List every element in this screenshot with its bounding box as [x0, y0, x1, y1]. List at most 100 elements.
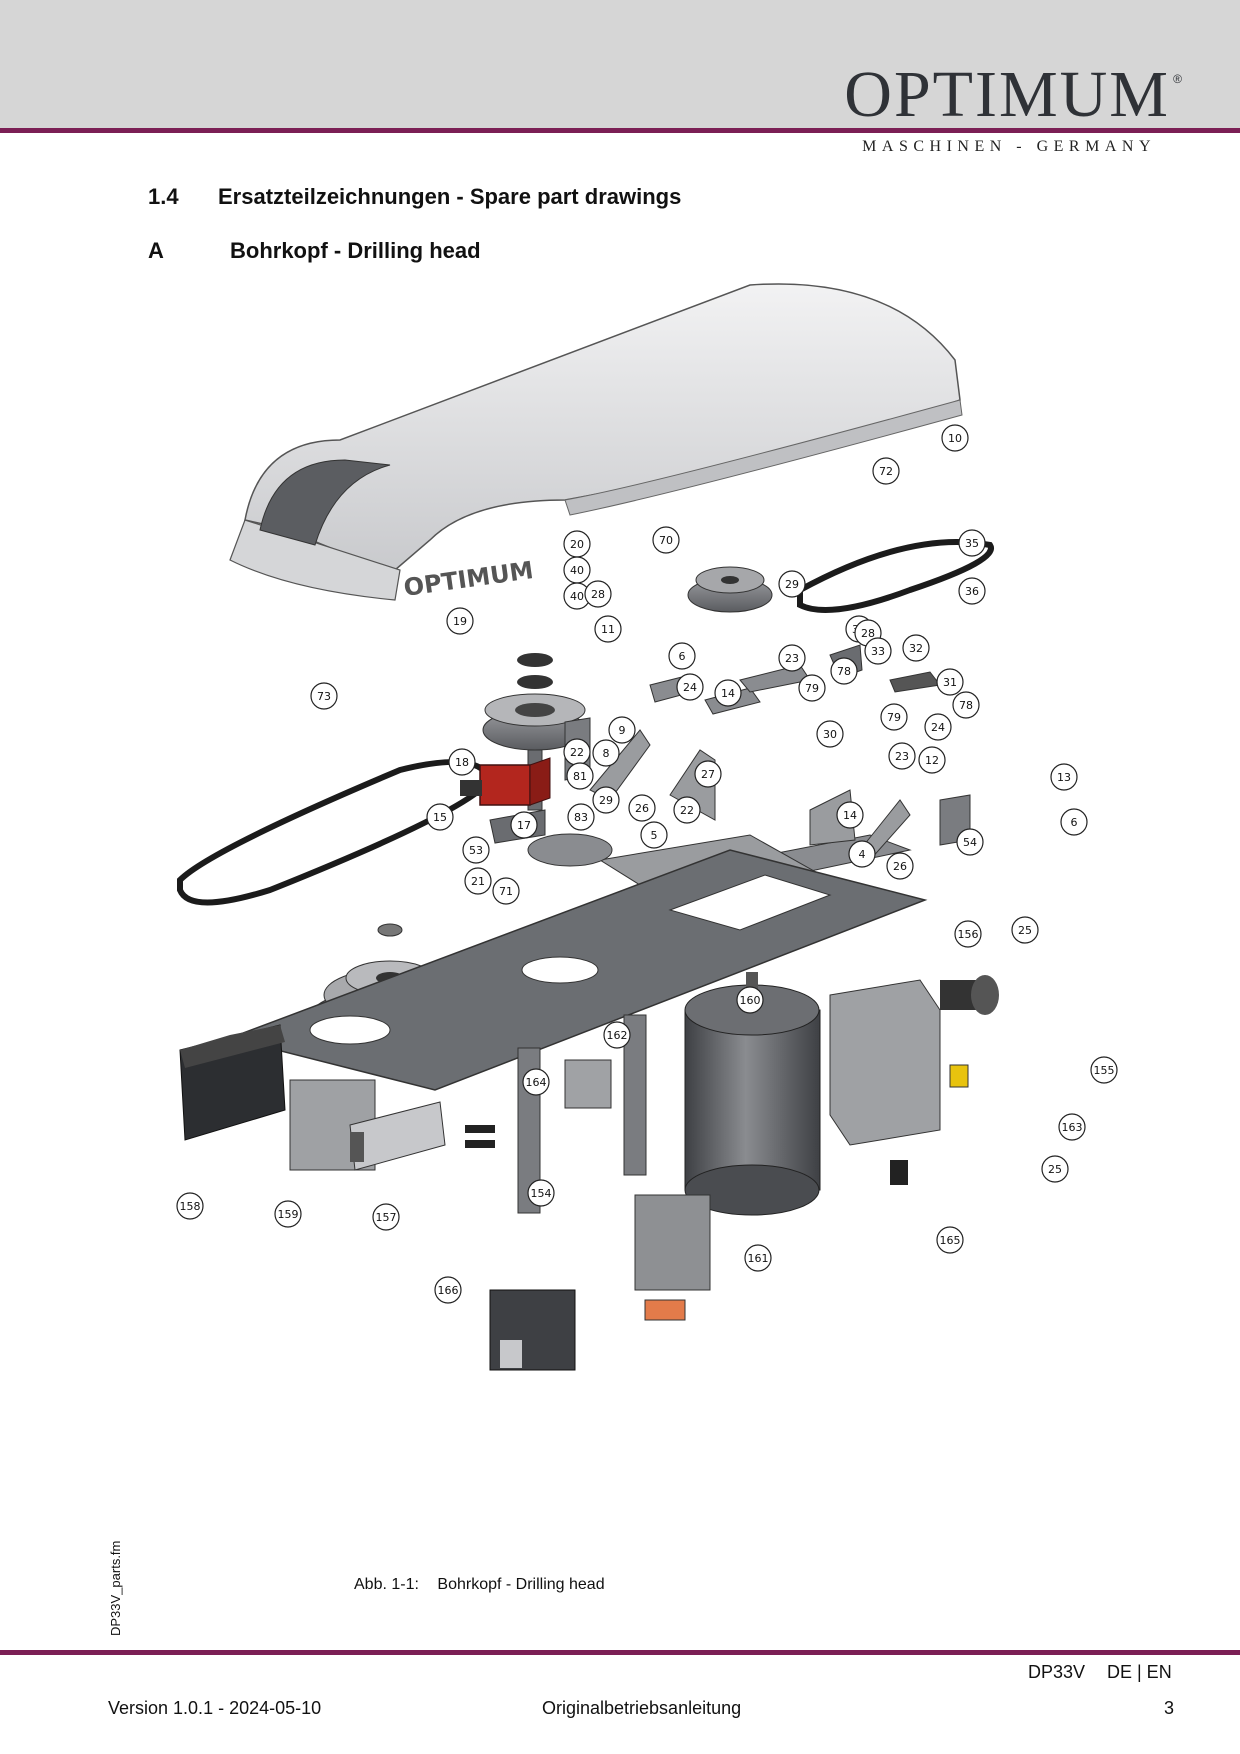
- part-callout-19: 19: [446, 607, 474, 635]
- part-number-label: 24: [683, 681, 697, 694]
- part-callout-26: 26: [886, 852, 914, 880]
- part-callout-18: 18: [448, 748, 476, 776]
- section-title: Ersatzteilzeichnungen - Spare part drawi…: [218, 184, 682, 209]
- connector-166: [644, 1299, 686, 1321]
- part-number-label: 73: [317, 690, 331, 703]
- part-number-label: 22: [570, 746, 584, 759]
- part-callout-163: 163: [1058, 1113, 1086, 1141]
- part-number-label: 24: [931, 721, 945, 734]
- caption-text: Bohrkopf - Drilling head: [437, 1576, 605, 1593]
- part-callout-159: 159: [274, 1200, 302, 1228]
- part-number-label: 154: [531, 1187, 552, 1200]
- part-callout-36: 36: [958, 577, 986, 605]
- part-callout-26: 26: [628, 794, 656, 822]
- part-number-label: 54: [963, 836, 977, 849]
- part-number-label: 163: [1062, 1121, 1083, 1134]
- footer-page-number: 3: [1164, 1698, 1175, 1718]
- part-callout-166: 166: [434, 1276, 462, 1304]
- part-callout-53: 53: [462, 836, 490, 864]
- part-callout-157: 157: [372, 1203, 400, 1231]
- part-callout-30: 30: [816, 720, 844, 748]
- part-number-label: 72: [879, 465, 893, 478]
- part-callout-14: 14: [836, 801, 864, 829]
- head-cover: OPTIMUM: [229, 283, 963, 602]
- optimum-logo: OPTIMUM: [844, 58, 1170, 131]
- part-number-label: 71: [499, 885, 513, 898]
- part-number-label: 33: [871, 645, 885, 658]
- part-callout-9: 9: [608, 716, 636, 744]
- part-callout-154: 154: [527, 1179, 555, 1207]
- shield-165: [634, 1194, 711, 1291]
- part-callout-81: 81: [566, 762, 594, 790]
- part-number-label: 27: [701, 768, 715, 781]
- part-callout-11: 11: [594, 615, 622, 643]
- part-callout-17: 17: [510, 811, 538, 839]
- part-number-label: 4: [859, 848, 866, 861]
- header-band: [0, 0, 1240, 128]
- part-callout-73: 73: [310, 682, 338, 710]
- part-number-label: 9: [619, 724, 626, 737]
- footer-document: Originalbetriebsanleitung: [542, 1698, 742, 1718]
- choke-161: [489, 1289, 576, 1371]
- part-number-label: 19: [453, 615, 467, 628]
- part-number-label: 78: [837, 665, 851, 678]
- part-number-label: 12: [925, 754, 939, 767]
- caption-label: Abb. 1-1:: [354, 1576, 419, 1593]
- part-number-label: 18: [455, 756, 469, 769]
- part-number-label: 5: [651, 829, 658, 842]
- part-callout-5: 5: [640, 821, 668, 849]
- part-callout-22: 22: [563, 738, 591, 766]
- gland-163: [890, 1160, 908, 1185]
- part-number-label: 13: [1057, 771, 1071, 784]
- part-number-label: 36: [965, 585, 979, 598]
- part-number-label: 164: [526, 1076, 547, 1089]
- part-number-label: 79: [887, 711, 901, 724]
- part-callout-164: 164: [522, 1068, 550, 1096]
- part-callout-83: 83: [567, 803, 595, 831]
- part-number-label: 26: [893, 860, 907, 873]
- part-callout-25: 25: [1041, 1155, 1069, 1183]
- part-callout-22: 22: [673, 796, 701, 824]
- part-number-label: 6: [679, 650, 686, 663]
- part-number-label: 161: [748, 1252, 769, 1265]
- part-number-label: 78: [959, 699, 973, 712]
- registered-mark: ®: [1173, 72, 1182, 86]
- part-number-label: 21: [471, 875, 485, 888]
- part-number-label: 166: [438, 1284, 459, 1297]
- cover-logo: OPTIMUM: [402, 556, 535, 602]
- part-callout-6: 6: [1060, 808, 1088, 836]
- part-callout-8: 8: [592, 739, 620, 767]
- part-callout-162: 162: [603, 1021, 631, 1049]
- part-number-label: 70: [659, 534, 673, 547]
- part-callout-71: 71: [492, 877, 520, 905]
- part-number-label: 79: [805, 682, 819, 695]
- part-callout-29: 29: [778, 570, 806, 598]
- part-number-label: 156: [958, 928, 979, 941]
- base-plate-4: [227, 849, 928, 1091]
- footer-rule: [0, 1650, 1240, 1655]
- part-number-label: 35: [965, 537, 979, 550]
- part-number-label: 158: [180, 1200, 201, 1213]
- subsection-title: Bohrkopf - Drilling head: [230, 238, 481, 263]
- part-number-label: 83: [574, 811, 588, 824]
- part-callout-24: 24: [924, 713, 952, 741]
- part-number-label: 160: [740, 994, 761, 1007]
- gearbox-155: [829, 979, 941, 1146]
- part-number-label: 8: [603, 747, 610, 760]
- part-number-label: 29: [785, 578, 799, 591]
- part-number-label: 10: [948, 432, 962, 445]
- part-callout-72: 72: [872, 457, 900, 485]
- part-callout-24: 24: [676, 673, 704, 701]
- part-callout-20: 20: [563, 530, 591, 558]
- part-number-label: 26: [635, 802, 649, 815]
- part-callout-4: 4: [848, 840, 876, 868]
- part-number-label: 28: [861, 627, 875, 640]
- part-callout-15: 15: [426, 803, 454, 831]
- part-callout-32: 32: [902, 634, 930, 662]
- part-number-label: 31: [943, 676, 957, 689]
- footer-model: DP33V: [1028, 1662, 1086, 1682]
- bearing-40: [517, 653, 553, 689]
- part-number-label: 25: [1048, 1163, 1062, 1176]
- part-number-label: 11: [601, 623, 615, 636]
- switch-164: [949, 1064, 969, 1088]
